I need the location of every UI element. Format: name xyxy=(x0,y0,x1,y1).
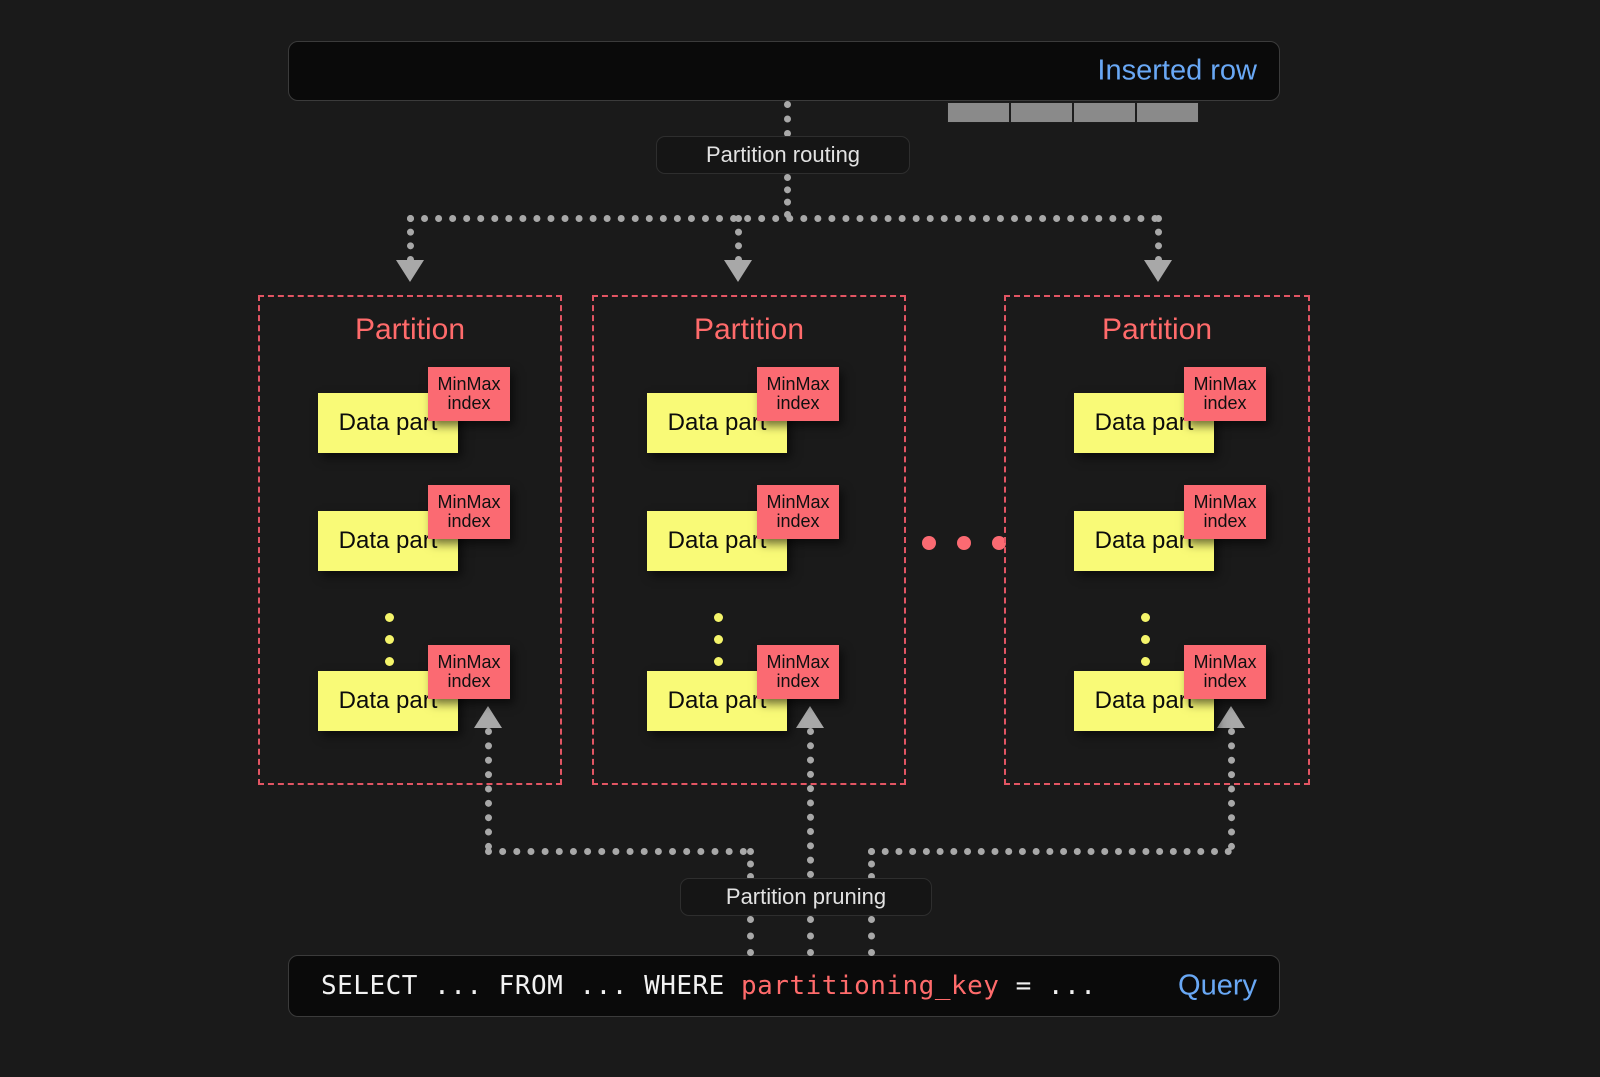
inserted-row-bar: Inserted row xyxy=(288,41,1280,123)
arrow-down-partition-1 xyxy=(724,260,752,282)
minmax-line-1: MinMax xyxy=(766,491,830,512)
data-part-box: Data part xyxy=(647,511,787,571)
minmax-line-1: MinMax xyxy=(437,373,501,394)
row-cell xyxy=(1010,102,1073,123)
connector-pruning-bus-right xyxy=(868,848,1232,855)
arrow-up-partition-1 xyxy=(796,706,824,728)
partition-routing-label: Partition routing xyxy=(705,142,861,167)
minmax-line-2: index xyxy=(1203,511,1247,531)
minmax-line-1: MinMax xyxy=(437,491,501,512)
ellipsis-dot xyxy=(1141,635,1150,644)
minmax-line-2: index xyxy=(447,393,491,413)
minmax-line-1: MinMax xyxy=(1193,651,1257,672)
query-text: SELECT ... FROM ... WHERE partitioning_k… xyxy=(321,971,1096,1001)
query-suffix: = ... xyxy=(999,971,1097,1001)
partition-title: Partition xyxy=(693,313,805,346)
connector-pruning-to-query-2 xyxy=(868,916,875,956)
row-cell xyxy=(1136,102,1199,123)
connector-pruning-to-query-0 xyxy=(747,916,754,956)
connector-drop-partition-0 xyxy=(407,215,414,263)
data-part-box: Data part xyxy=(1074,511,1214,571)
connector-row-to-routing xyxy=(784,101,791,137)
ellipsis-dot xyxy=(957,536,971,550)
minmax-line-2: index xyxy=(776,393,820,413)
minmax-line-2: index xyxy=(447,671,491,691)
ellipsis-dot xyxy=(1141,613,1150,622)
query-bar: SELECT ... FROM ... WHERE partitioning_k… xyxy=(288,955,1280,1017)
minmax-line-1: MinMax xyxy=(766,373,830,394)
inserted-row-label: Inserted row xyxy=(1097,54,1257,87)
arrow-down-partition-2 xyxy=(1144,260,1172,282)
connector-drop-partition-2 xyxy=(1155,215,1162,263)
parts-ellipsis-vertical xyxy=(385,613,394,679)
query-partitioning-key: partitioning_key xyxy=(741,971,1000,1001)
connector-pruning-riser-left xyxy=(747,848,754,880)
row-cell xyxy=(1073,102,1136,123)
ellipsis-dot xyxy=(385,613,394,622)
minmax-line-2: index xyxy=(447,511,491,531)
connector-pruning-riser-right xyxy=(868,848,875,880)
connector-pruning-to-query-1 xyxy=(807,916,814,956)
inserted-row-cells xyxy=(947,102,1199,123)
partition-title: Partition xyxy=(1101,313,1213,346)
query-label: Query xyxy=(1178,969,1257,1002)
partitions-ellipsis-horizontal xyxy=(922,536,1006,550)
connector-routing-trunk xyxy=(784,174,791,218)
partition-routing-box: Partition routing xyxy=(656,136,910,174)
minmax-line-1: MinMax xyxy=(1193,491,1257,512)
query-prefix: SELECT ... FROM ... WHERE xyxy=(321,971,741,1001)
arrow-down-partition-0 xyxy=(396,260,424,282)
ellipsis-dot xyxy=(385,657,394,666)
ellipsis-dot xyxy=(922,536,936,550)
minmax-line-1: MinMax xyxy=(437,651,501,672)
partition-pruning-box: Partition pruning xyxy=(680,878,932,916)
minmax-line-2: index xyxy=(1203,671,1247,691)
ellipsis-dot xyxy=(992,536,1006,550)
ellipsis-dot xyxy=(714,635,723,644)
connector-pruning-partition-1 xyxy=(807,728,814,878)
ellipsis-dot xyxy=(1141,657,1150,666)
parts-ellipsis-vertical xyxy=(714,613,723,679)
connector-drop-partition-1 xyxy=(735,215,742,263)
arrow-up-partition-0 xyxy=(474,706,502,728)
connector-pruning-bus-left xyxy=(485,848,747,855)
minmax-line-1: MinMax xyxy=(766,651,830,672)
ellipsis-dot xyxy=(714,657,723,666)
connector-fanout-bus xyxy=(407,215,1159,222)
minmax-line-2: index xyxy=(776,511,820,531)
minmax-line-2: index xyxy=(1203,393,1247,413)
data-part-box: Data part xyxy=(318,511,458,571)
ellipsis-dot xyxy=(714,613,723,622)
row-cell xyxy=(947,102,1010,123)
partition-title: Partition xyxy=(354,313,466,346)
partition-pruning-label: Partition pruning xyxy=(725,884,887,909)
arrow-up-partition-2 xyxy=(1217,706,1245,728)
minmax-line-2: index xyxy=(776,671,820,691)
ellipsis-dot xyxy=(385,635,394,644)
minmax-line-1: MinMax xyxy=(1193,373,1257,394)
connector-pruning-partition-2 xyxy=(1228,728,1235,850)
parts-ellipsis-vertical xyxy=(1141,613,1150,679)
connector-pruning-partition-0 xyxy=(485,728,492,850)
